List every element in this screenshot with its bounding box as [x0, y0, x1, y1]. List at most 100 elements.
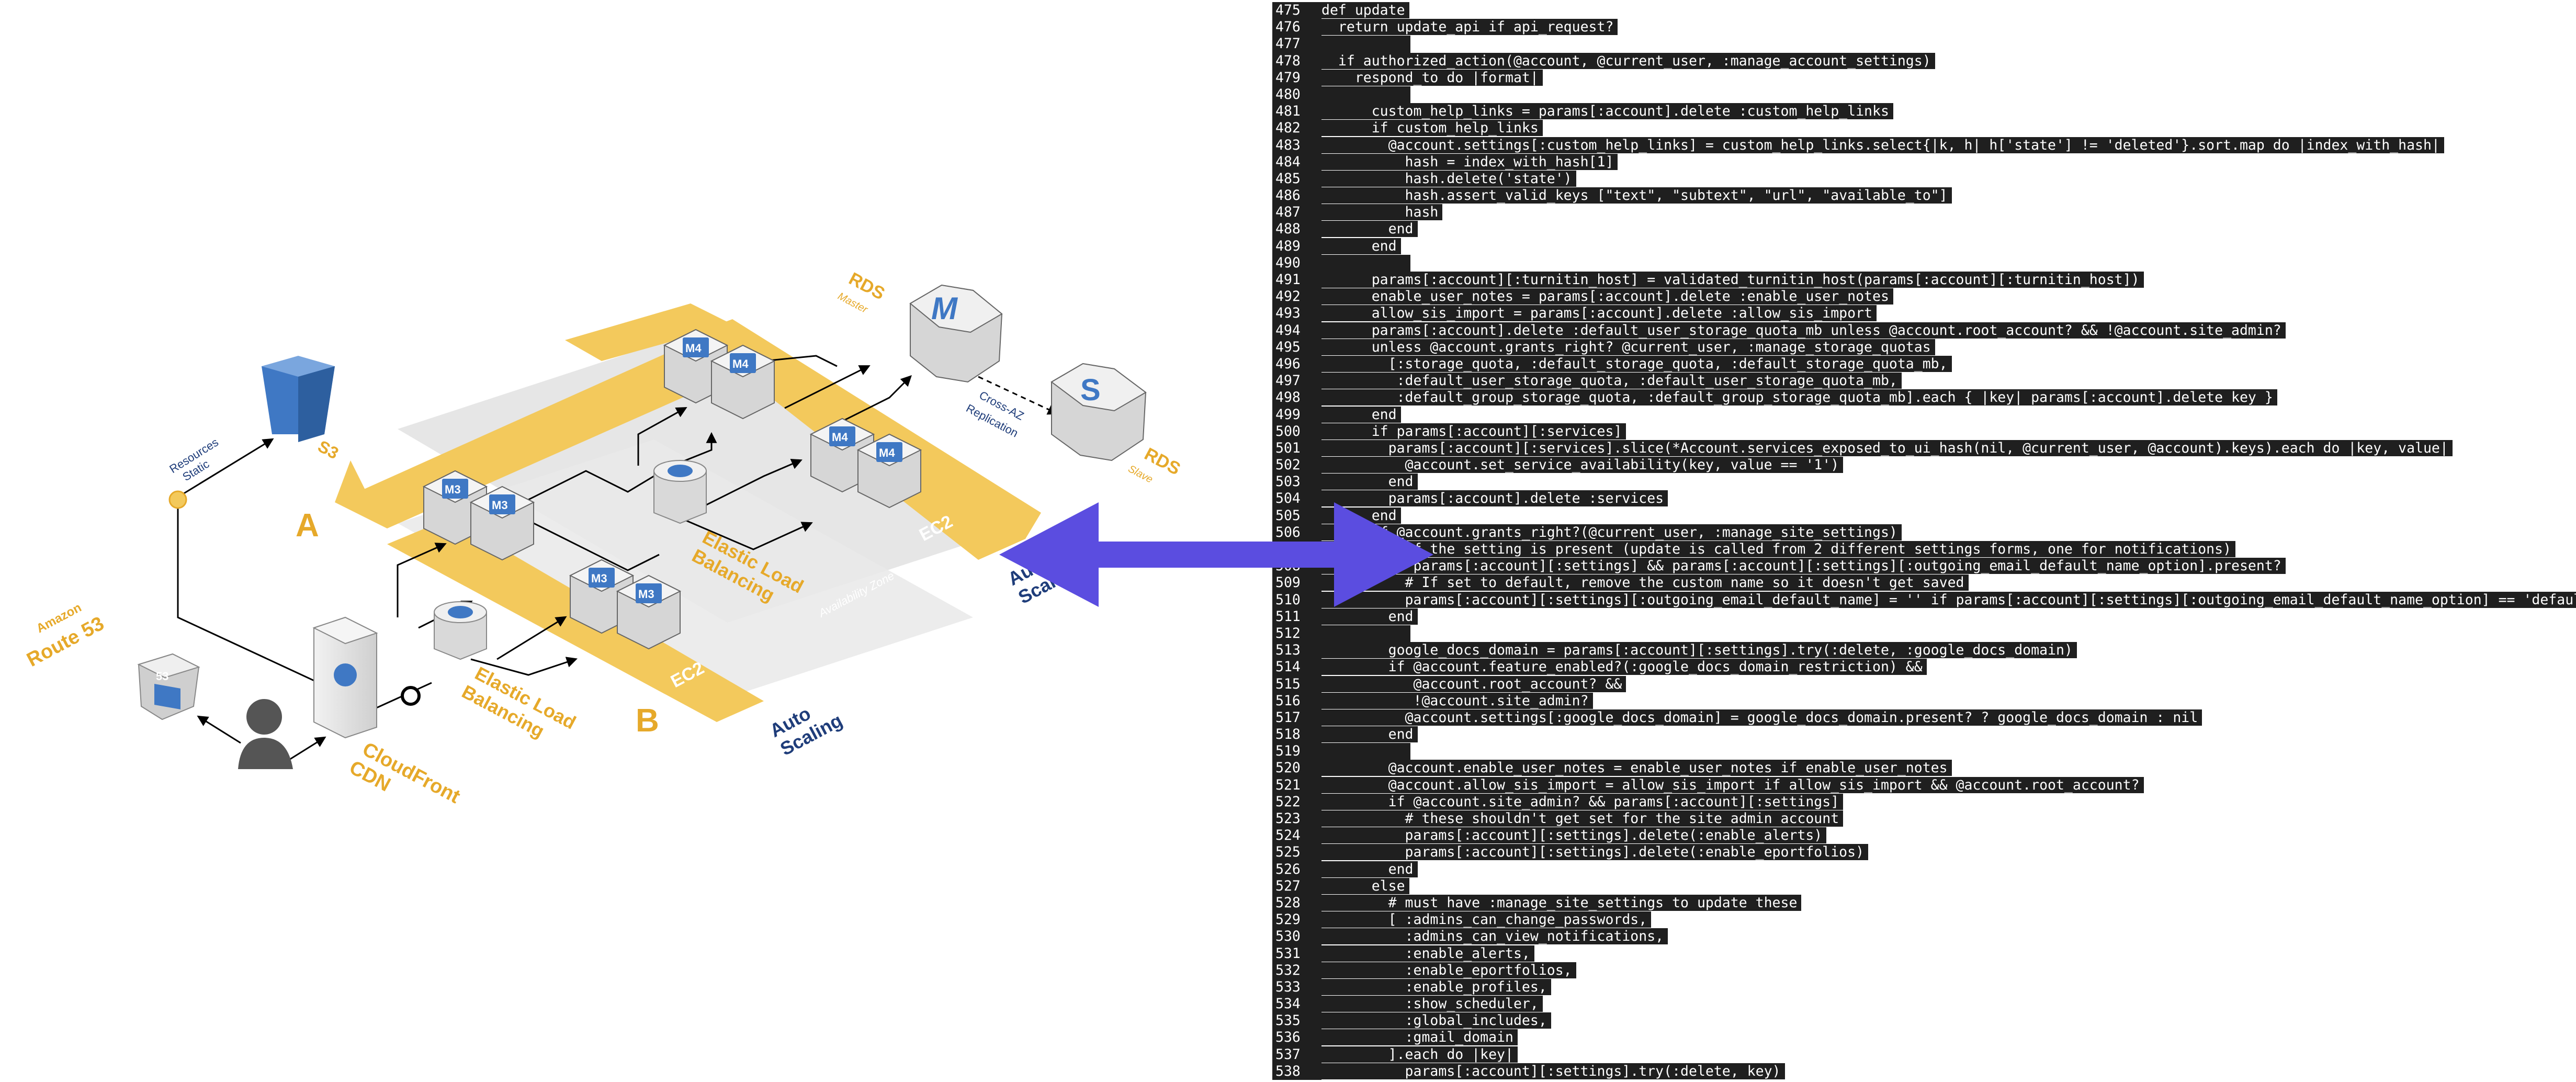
m3-label-2: M3 [492, 499, 508, 512]
line-number: 519 [1272, 743, 1321, 760]
line-number: 503 [1272, 474, 1321, 491]
code-line: 526 end [1272, 861, 2576, 878]
line-number: 504 [1272, 490, 1321, 508]
code-line: 527 else [1272, 877, 2576, 895]
s3-bucket-icon [262, 356, 335, 442]
line-number: 532 [1272, 962, 1321, 979]
blank-line-bar [1321, 254, 1410, 272]
code-text: params[:account].delete :services [1321, 490, 1668, 507]
m4-label-2: M4 [732, 357, 749, 370]
code-line: 498 :default_group_storage_quota, :defau… [1272, 389, 2576, 407]
code-line: 523 # these shouldn't get set for the si… [1272, 810, 2576, 828]
blank-line-bar [1321, 36, 1410, 53]
code-text: @account.allow_sis_import = allow_sis_im… [1321, 776, 2144, 793]
code-line: 481 custom_help_links = params[:account]… [1272, 103, 2576, 120]
line-number: 477 [1272, 36, 1321, 53]
line-number: 515 [1272, 675, 1321, 693]
code-line: 494 params[:account].delete :default_use… [1272, 322, 2576, 339]
code-text: if params[:account][:services] [1321, 423, 1626, 439]
code-text: [:storage_quota, :default_storage_quota,… [1321, 355, 1952, 372]
code-text: @account.set_service_availability(key, v… [1321, 457, 1844, 474]
line-number: 500 [1272, 423, 1321, 440]
line-number: 482 [1272, 120, 1321, 137]
code-line: 515 @account.root_account? && [1272, 675, 2576, 693]
code-text: :gmail_domain [1321, 1029, 1518, 1046]
route53-icon [137, 653, 200, 720]
line-number: 488 [1272, 221, 1321, 238]
code-text: if authorized_action(@account, @current_… [1321, 52, 1935, 69]
code-line: 477 [1272, 36, 2576, 53]
code-text: respond_to do |format| [1321, 69, 1543, 86]
code-line: 505 end [1272, 507, 2576, 524]
code-text: def update [1321, 2, 1409, 18]
code-text: end [1321, 861, 1418, 877]
code-line: 479 respond_to do |format| [1272, 69, 2576, 86]
code-line: 512 [1272, 625, 2576, 643]
code-line: 476 return update_api if api_request? [1272, 19, 2576, 36]
line-number: 501 [1272, 439, 1321, 457]
cross-az-replication-line [978, 376, 1059, 415]
ec2-upper-band-left [565, 303, 732, 361]
aws-architecture-diagram: Availability Zone Availability Zone A B … [24, 269, 1184, 808]
line-number: 523 [1272, 810, 1321, 828]
line-number: 493 [1272, 305, 1321, 322]
line-number: 476 [1272, 19, 1321, 36]
code-line: 531 :enable_alerts, [1272, 945, 2576, 962]
code-text: unless @account.grants_right? @current_u… [1321, 339, 1935, 355]
availability-zone-label-upper: Availability Zone [465, 339, 546, 390]
code-line: 520 @account.enable_user_notes = enable_… [1272, 760, 2576, 777]
line-number: 486 [1272, 187, 1321, 205]
code-line: 485 hash.delete('state') [1272, 170, 2576, 188]
code-text: end [1321, 608, 1418, 625]
line-number: 502 [1272, 457, 1321, 474]
code-line: 482 if custom_help_links [1272, 120, 2576, 137]
line-number: 483 [1272, 137, 1321, 154]
zone-a-label: A [296, 508, 319, 544]
code-line: 538 params[:account][:settings].try(:del… [1272, 1063, 2576, 1080]
code-text: end [1321, 726, 1418, 743]
code-line: 514 if @account.feature_enabled?(:google… [1272, 659, 2576, 676]
code-text: if @account.feature_enabled?(:google_doc… [1321, 659, 1927, 675]
code-text: params[:account].delete :default_user_st… [1321, 322, 2286, 339]
line-number: 525 [1272, 844, 1321, 861]
code-text: return update_api if api_request? [1321, 19, 1618, 36]
code-line: 502 @account.set_service_availability(ke… [1272, 457, 2576, 474]
static-resources-node [168, 490, 187, 509]
line-number: 478 [1272, 52, 1321, 70]
line-number: 487 [1272, 204, 1321, 221]
code-line: 483 @account.settings[:custom_help_links… [1272, 137, 2576, 154]
code-line: 537 ].each do |key| [1272, 1046, 2576, 1063]
line-number: 510 [1272, 591, 1321, 608]
code-line: 504 params[:account].delete :services [1272, 490, 2576, 508]
line-number: 535 [1272, 1012, 1321, 1030]
code-line: 519 [1272, 743, 2576, 760]
code-text: @account.root_account? && [1321, 675, 1626, 692]
code-line: 491 params[:account][:turnitin_host] = v… [1272, 272, 2576, 289]
blank-line-bar [1321, 625, 1410, 643]
code-line: 513 google_docs_domain = params[:account… [1272, 642, 2576, 659]
double-headed-arrow [999, 502, 1433, 607]
code-text: allow_sis_import = params[:account].dele… [1321, 305, 1877, 322]
code-text: :admins_can_view_notifications, [1321, 928, 1668, 945]
code-text: custom_help_links = params[:account].del… [1321, 103, 1893, 120]
code-text: hash.delete('state') [1321, 170, 1576, 187]
code-text: params[:account][:settings].delete(:enab… [1321, 844, 1869, 861]
line-number: 480 [1272, 86, 1321, 104]
code-text: enable_user_notes = params[:account].del… [1321, 288, 1893, 305]
line-number: 512 [1272, 625, 1321, 643]
line-number: 538 [1272, 1063, 1321, 1080]
code-line: 532 :enable_eportfolios, [1272, 962, 2576, 979]
line-number: 475 [1272, 2, 1321, 19]
zone-a-yellow-arrow [335, 460, 366, 502]
code-text: hash [1321, 204, 1443, 221]
code-line: 484 hash = index_with_hash[1] [1272, 153, 2576, 171]
blank-line-bar [1321, 743, 1410, 760]
code-line: 535 :global_includes, [1272, 1012, 2576, 1030]
m4-instance-group-upper [663, 329, 776, 420]
line-number: 529 [1272, 911, 1321, 929]
code-text: :enable_alerts, [1321, 945, 1534, 962]
code-line: 503 end [1272, 474, 2576, 491]
cloudfront-node [401, 686, 421, 706]
code-text: if params[:account][:settings] && params… [1321, 558, 2286, 574]
